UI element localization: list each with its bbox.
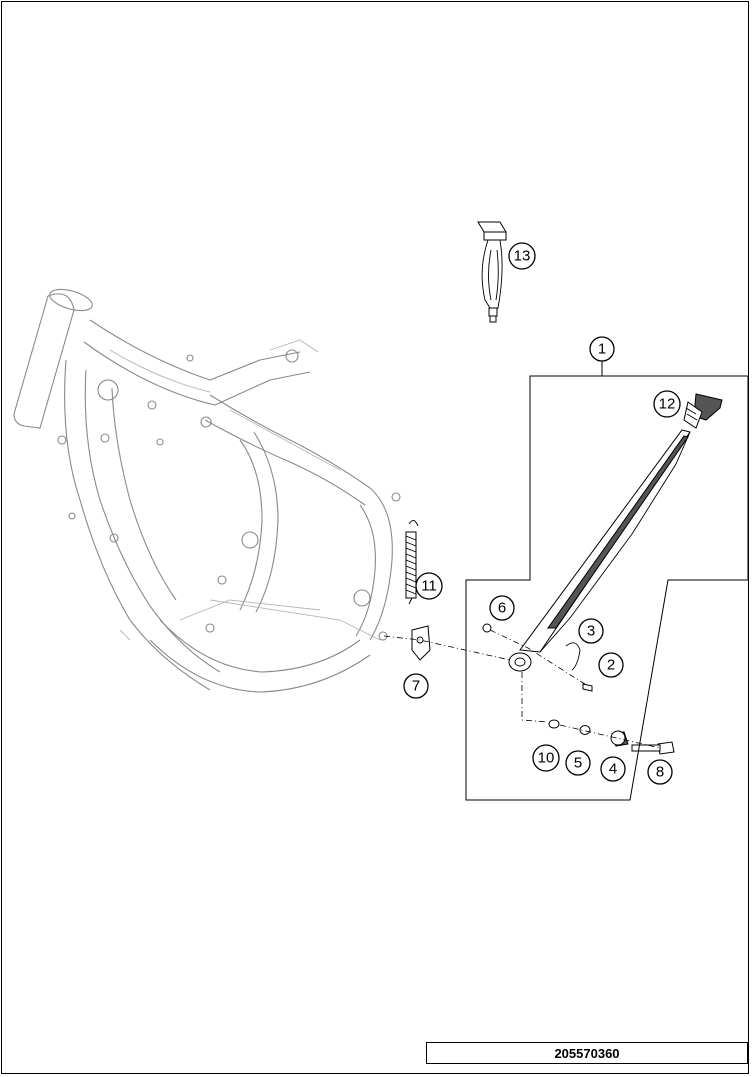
document-number: 205570360 — [426, 1042, 748, 1064]
callout-5: 5 — [565, 750, 591, 776]
svg-text:4: 4 — [609, 761, 617, 778]
document-number-text: 205570360 — [554, 1045, 620, 1061]
svg-text:11: 11 — [421, 578, 437, 595]
svg-text:10: 10 — [538, 750, 555, 767]
callout-8: 8 — [647, 759, 673, 785]
assembly-lines — [383, 629, 661, 749]
callout-1: 1 — [589, 336, 615, 362]
svg-text:1: 1 — [598, 341, 606, 358]
callout-6: 6 — [489, 595, 515, 621]
part-1-side-stand — [508, 429, 691, 672]
svg-text:2: 2 — [607, 657, 615, 674]
part-6-nut — [482, 623, 492, 633]
callout-11: 11 — [415, 572, 443, 600]
svg-text:12: 12 — [659, 396, 676, 413]
svg-text:8: 8 — [656, 764, 664, 781]
callout-10: 10 — [532, 744, 560, 772]
svg-text:13: 13 — [514, 248, 531, 265]
motorcycle-frame — [13, 288, 401, 693]
small-parts — [405, 520, 675, 755]
assembly-group-box — [465, 360, 749, 801]
svg-text:5: 5 — [574, 755, 582, 772]
callout-3: 3 — [578, 618, 604, 644]
svg-text:3: 3 — [587, 623, 595, 640]
callout-2: 2 — [598, 652, 624, 678]
svg-text:6: 6 — [498, 600, 506, 617]
part-12-foot-pad — [683, 393, 723, 429]
callout-12: 12 — [653, 390, 681, 418]
callout-13: 13 — [508, 242, 536, 270]
callout-7: 7 — [403, 673, 429, 699]
svg-text:7: 7 — [412, 678, 420, 695]
callout-4: 4 — [600, 756, 626, 782]
part-13-tool — [477, 221, 507, 323]
